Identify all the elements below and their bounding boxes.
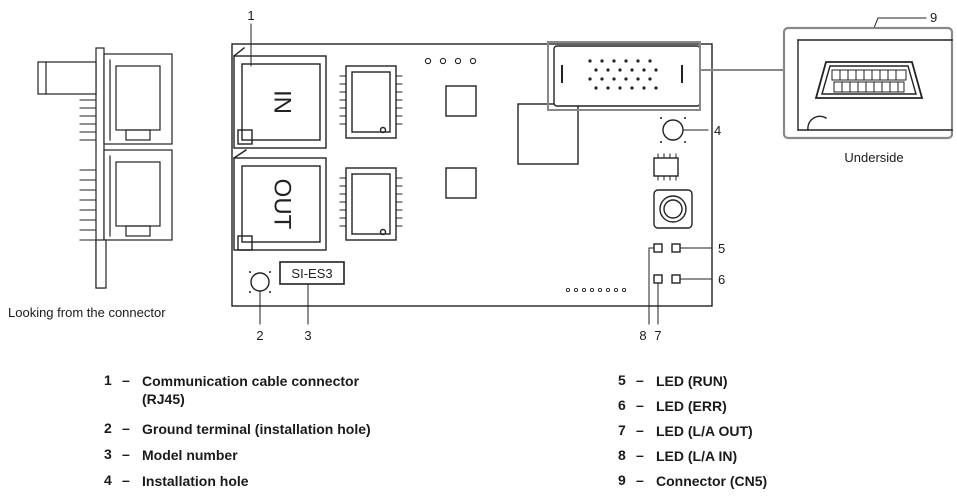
port-out-label: OUT: [269, 179, 296, 230]
legend-number: 6: [618, 397, 626, 413]
legend-item-6: 6 – LED (ERR): [618, 397, 896, 415]
caption-underside: Underside: [844, 150, 903, 165]
transformer-lower: [345, 167, 397, 241]
small-ic: [653, 157, 679, 177]
callout-4: 4: [714, 123, 721, 138]
legend-number: 1: [104, 372, 112, 388]
transformer-pins: [339, 75, 403, 227]
legend-item-4: 4 – Installation hole: [104, 472, 412, 490]
callout-5: 5: [718, 241, 725, 256]
transformer-upper: [345, 65, 397, 139]
legend-dash: –: [636, 372, 644, 388]
installation-hole-dots: [660, 117, 686, 143]
installation-hole: [662, 119, 684, 141]
underside-view: [782, 26, 954, 140]
ic-chip-lower: [445, 167, 477, 199]
side-view-connector-stub: [37, 61, 97, 95]
legend-item-5: 5 – LED (RUN): [618, 372, 896, 390]
side-view-pins: [79, 99, 97, 241]
callout-9: 9: [930, 10, 937, 25]
callout-3: 3: [304, 328, 311, 343]
callout-7: 7: [654, 328, 661, 343]
legend-item-9: 9 – Connector (CN5): [618, 472, 896, 490]
side-view: [37, 47, 173, 289]
model-label-text: SI-ES3: [291, 266, 332, 281]
legend-dash: –: [122, 420, 130, 436]
cn5-pins-underside: [831, 69, 907, 93]
legend-dash: –: [122, 472, 130, 488]
legend-text: Communication cable connector (RJ45): [142, 373, 360, 407]
legend-dash: –: [122, 446, 130, 462]
legend-number: 8: [618, 447, 626, 463]
side-view-rj45-upper: [103, 53, 173, 145]
callout-leaders: [250, 17, 927, 325]
model-label-box: [279, 261, 345, 285]
legend-text: Connector (CN5): [656, 473, 768, 489]
rj45-out-port: [233, 149, 327, 251]
port-in-label: IN: [269, 90, 296, 114]
legend-text: LED (RUN): [656, 373, 728, 389]
legend-dash: –: [636, 397, 644, 413]
legend-dash: –: [122, 372, 130, 388]
rj45-in-port: [233, 47, 327, 149]
legend-text: LED (L/A IN): [656, 448, 738, 464]
legend-number: 4: [104, 472, 112, 488]
led-l-a-in: [653, 243, 663, 253]
side-view-rj45-lower: [103, 149, 173, 241]
top-vias: [424, 57, 477, 65]
legend-number: 3: [104, 446, 112, 462]
legend-text: LED (ERR): [656, 398, 727, 414]
legend-item-7: 7 – LED (L/A OUT): [618, 422, 896, 440]
main-board: [231, 41, 713, 307]
legend-number: 2: [104, 420, 112, 436]
cn5-pin-dots: [588, 59, 658, 90]
legend-text: Model number: [142, 447, 238, 463]
legend-dash: –: [636, 472, 644, 488]
legend-item-1: 1 – Communication cable connector (RJ45): [104, 372, 382, 408]
legend-item-2: 2 – Ground terminal (installation hole): [104, 420, 412, 438]
led-err: [671, 274, 681, 284]
callout-2: 2: [256, 328, 263, 343]
led-run: [671, 243, 681, 253]
cn5-outline-board: [553, 45, 701, 107]
ground-terminal-hole: [250, 272, 270, 292]
legend-text: Installation hole: [142, 473, 249, 489]
ic-chip-upper: [445, 85, 477, 117]
legend-dash: –: [636, 422, 644, 438]
ic-chip-main: [517, 103, 579, 165]
legend-text: LED (L/A OUT): [656, 423, 753, 439]
legend-number: 9: [618, 472, 626, 488]
legend-dash: –: [636, 447, 644, 463]
callout-8: 8: [639, 328, 646, 343]
cn5-highlight-box: [547, 41, 701, 111]
bottom-vias: [565, 287, 627, 293]
legend-text: Ground terminal (installation hole): [142, 421, 371, 437]
caption-side-view: Looking from the connector: [8, 305, 166, 320]
legend-item-3: 3 – Model number: [104, 446, 412, 464]
legend-number: 7: [618, 422, 626, 438]
callout-6: 6: [718, 272, 725, 287]
callout-1: 1: [247, 8, 254, 23]
legend-number: 5: [618, 372, 626, 388]
legend-item-8: 8 – LED (L/A IN): [618, 447, 896, 465]
led-l-a-out: [653, 274, 663, 284]
